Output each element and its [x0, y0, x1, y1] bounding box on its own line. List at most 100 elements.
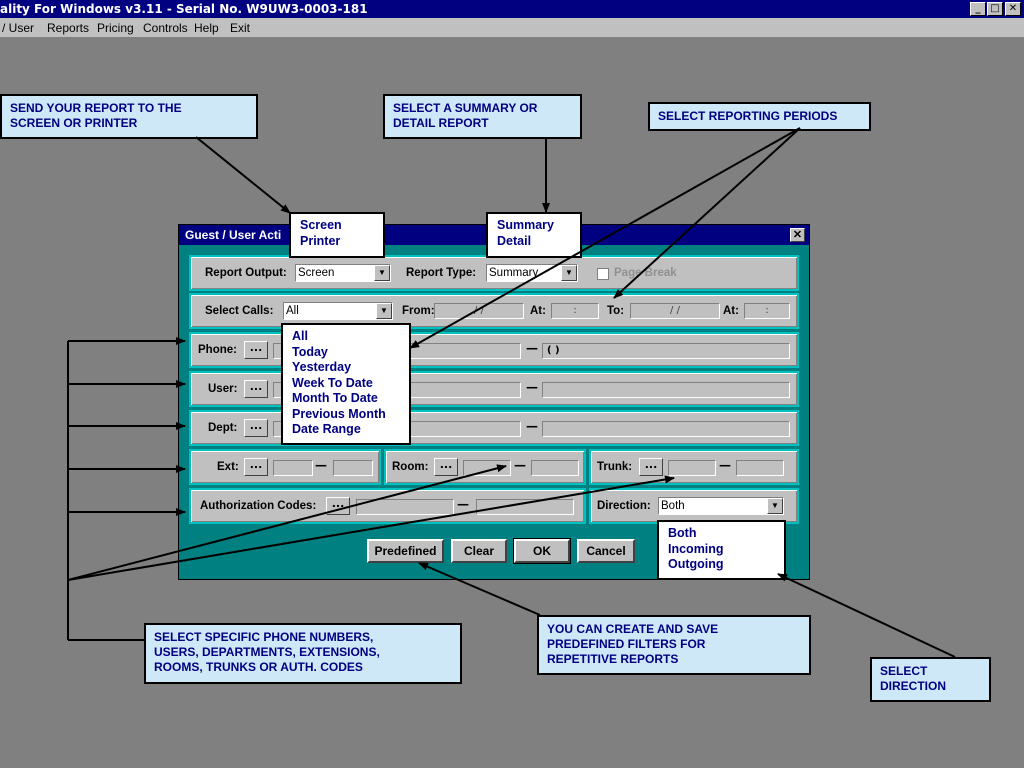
- cancel-button[interactable]: Cancel: [577, 539, 635, 563]
- direction-options-popup: Both Incoming Outgoing: [657, 520, 786, 580]
- chevron-down-icon: ▼: [376, 303, 392, 319]
- dept-browse-button[interactable]: ...: [244, 419, 268, 437]
- room-browse-button[interactable]: ...: [434, 458, 458, 476]
- to-date-field[interactable]: / /: [630, 303, 720, 319]
- menu-pricing[interactable]: Pricing: [97, 21, 134, 35]
- user-browse-button[interactable]: ...: [244, 380, 268, 398]
- popup-option-summary: Summary: [497, 218, 554, 232]
- note-summary-detail: SELECT A SUMMARY OR DETAIL REPORT: [383, 94, 582, 139]
- range-dash: —: [315, 458, 327, 472]
- phone-browse-button[interactable]: ...: [244, 341, 268, 359]
- trunk-from-field[interactable]: [668, 460, 716, 476]
- calls-options-popup: All Today Yesterday Week To Date Month T…: [281, 323, 411, 445]
- menu-help[interactable]: Help: [194, 21, 219, 35]
- range-dash: —: [526, 341, 538, 355]
- direction-panel: Direction: Both ▼: [589, 488, 799, 524]
- auth-to-field[interactable]: [476, 499, 574, 515]
- room-label: Room:: [392, 461, 429, 473]
- phone-label: Phone:: [198, 344, 237, 356]
- range-dash: —: [526, 380, 538, 394]
- popup-option-both: Both: [668, 526, 697, 540]
- auth-codes-panel: Authorization Codes: ... —: [189, 488, 586, 524]
- to-at-label: At:: [723, 305, 739, 317]
- page-break-checkbox[interactable]: [597, 268, 609, 280]
- minimize-button[interactable]: _: [970, 2, 986, 16]
- report-type-select[interactable]: Summary ▼: [486, 264, 578, 282]
- note-line: DETAIL REPORT: [393, 116, 489, 130]
- range-dash: —: [457, 497, 469, 511]
- select-calls-select[interactable]: All ▼: [283, 302, 393, 320]
- note-line: REPETITIVE REPORTS: [547, 652, 679, 666]
- predefined-button[interactable]: Predefined: [367, 539, 444, 563]
- auth-codes-label: Authorization Codes:: [200, 500, 317, 512]
- note-predefined-filters: YOU CAN CREATE AND SAVE PREDEFINED FILTE…: [537, 615, 811, 675]
- to-time-field[interactable]: :: [744, 303, 790, 319]
- from-time-field[interactable]: :: [551, 303, 599, 319]
- note-line: YOU CAN CREATE AND SAVE: [547, 622, 719, 636]
- chevron-down-icon: ▼: [374, 265, 390, 281]
- popup-option-previous-month: Previous Month: [292, 406, 386, 421]
- report-output-value: Screen: [298, 267, 335, 279]
- note-specific-filters: SELECT SPECIFIC PHONE NUMBERS, USERS, DE…: [144, 623, 462, 684]
- phone-to-field[interactable]: ( ): [542, 343, 790, 359]
- app-title-bar: ality For Windows v3.11 - Serial No. W9U…: [0, 0, 1024, 18]
- report-options-panel: Report Output: Screen ▼ Report Type: Sum…: [189, 255, 799, 291]
- range-dash: —: [514, 458, 526, 472]
- popup-option-month-to-date: Month To Date: [292, 391, 378, 405]
- ext-from-field[interactable]: [273, 460, 313, 476]
- report-type-label: Report Type:: [406, 267, 477, 279]
- note-line: SEND YOUR REPORT TO THE: [10, 101, 182, 115]
- report-type-value: Summary: [489, 267, 539, 279]
- menu-controls[interactable]: Controls: [143, 21, 188, 35]
- ok-button[interactable]: OK: [513, 538, 571, 564]
- trunk-panel: Trunk: ... —: [589, 449, 799, 485]
- note-line: USERS, DEPARTMENTS, EXTENSIONS,: [154, 645, 380, 659]
- popup-option-detail: Detail: [497, 233, 532, 248]
- note-line: DIRECTION: [880, 679, 946, 693]
- popup-option-today: Today: [292, 344, 328, 359]
- popup-option-incoming: Incoming: [668, 541, 724, 556]
- app-title: ality For Windows v3.11 - Serial No. W9U…: [0, 2, 368, 16]
- trunk-label: Trunk:: [597, 461, 633, 473]
- note-line: SELECT A SUMMARY OR: [393, 101, 538, 115]
- user-to-field[interactable]: [542, 382, 790, 398]
- menu-guest-user[interactable]: / User: [2, 21, 35, 35]
- dialog-title: Guest / User Acti: [185, 228, 282, 242]
- ext-to-field[interactable]: [333, 460, 373, 476]
- page-break-label: Page Break: [614, 267, 677, 279]
- trunk-browse-button[interactable]: ...: [639, 458, 663, 476]
- ext-panel: Ext: ... —: [189, 449, 381, 485]
- from-date-field[interactable]: / /: [434, 303, 524, 319]
- clear-button[interactable]: Clear: [451, 539, 507, 563]
- menu-reports[interactable]: Reports: [47, 21, 90, 35]
- chevron-down-icon: ▼: [767, 498, 783, 514]
- from-label: From:: [402, 305, 435, 317]
- ext-browse-button[interactable]: ...: [244, 458, 268, 476]
- note-line: SELECT SPECIFIC PHONE NUMBERS,: [154, 630, 374, 644]
- close-window-button[interactable]: ✕: [1005, 2, 1021, 16]
- note-line: SELECT: [880, 664, 928, 678]
- popup-option-printer: Printer: [300, 233, 341, 248]
- ext-label: Ext:: [217, 461, 239, 473]
- restore-button[interactable]: □: [987, 2, 1003, 16]
- guest-user-activity-dialog: Guest / User Acti ✕ Report Output: Scree…: [178, 224, 810, 580]
- menu-exit[interactable]: Exit: [230, 21, 251, 35]
- note-line: SELECT REPORTING PERIODS: [658, 109, 838, 123]
- room-to-field[interactable]: [531, 460, 579, 476]
- report-output-label: Report Output:: [205, 267, 287, 279]
- note-line: SCREEN OR PRINTER: [10, 116, 138, 130]
- trunk-to-field[interactable]: [736, 460, 784, 476]
- note-reporting-periods: SELECT REPORTING PERIODS: [648, 102, 871, 131]
- select-calls-value: All: [286, 305, 299, 317]
- user-label: User:: [208, 383, 238, 395]
- dept-to-field[interactable]: [542, 421, 790, 437]
- from-at-label: At:: [530, 305, 546, 317]
- dialog-close-button[interactable]: ✕: [790, 228, 805, 242]
- auth-from-field[interactable]: [356, 499, 454, 515]
- chevron-down-icon: ▼: [561, 265, 577, 281]
- popup-option-week-to-date: Week To Date: [292, 375, 373, 390]
- report-output-select[interactable]: Screen ▼: [295, 264, 391, 282]
- direction-select[interactable]: Both ▼: [658, 497, 784, 515]
- menu-bar: / User Reports Pricing Controls Help Exi…: [0, 18, 1024, 38]
